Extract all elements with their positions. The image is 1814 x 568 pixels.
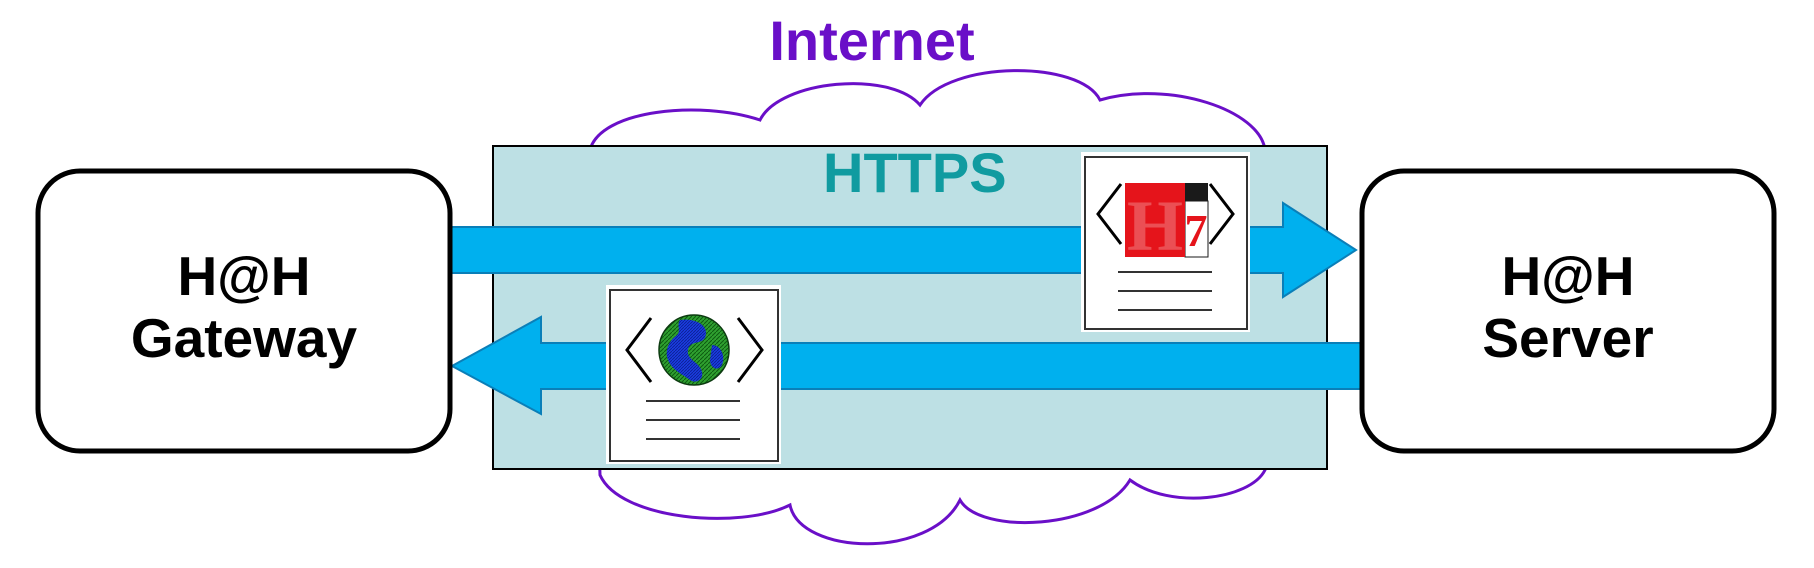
server-box xyxy=(1359,168,1777,454)
hl7-document-icon: H 7 xyxy=(1081,152,1250,332)
server-label: H@H Server xyxy=(1362,245,1774,369)
request-arrow xyxy=(448,201,1358,299)
hl7-letters: H xyxy=(1127,186,1183,266)
globe-icon xyxy=(658,314,730,386)
server-label-line1: H@H xyxy=(1501,245,1635,307)
internet-label-text: Internet xyxy=(769,9,975,72)
response-arrow xyxy=(449,315,1363,416)
gateway-box xyxy=(35,168,453,454)
web-document-icon xyxy=(606,285,781,464)
svg-text:7: 7 xyxy=(1185,205,1208,256)
internet-label: Internet xyxy=(0,8,1814,73)
gateway-label-line2: Gateway xyxy=(130,307,358,369)
gateway-label: H@H Gateway xyxy=(38,245,450,369)
https-label: HTTPS xyxy=(823,141,1007,204)
gateway-label-line1: H@H xyxy=(177,245,311,307)
server-label-line2: Server xyxy=(1482,307,1654,369)
